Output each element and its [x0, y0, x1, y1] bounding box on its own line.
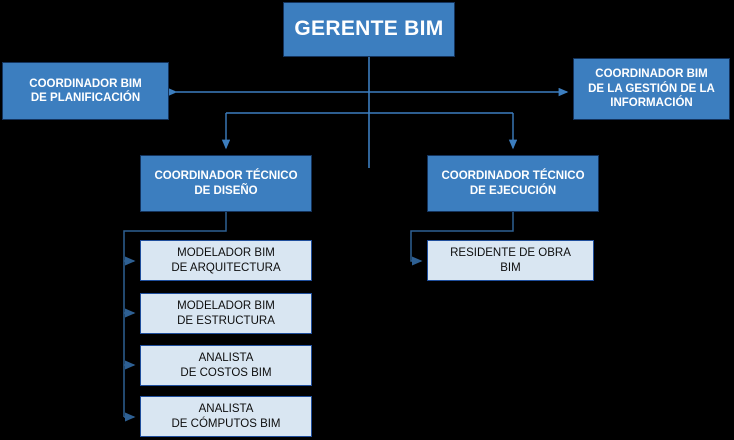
node-residente-obra[interactable]: RESIDENTE DE OBRA BIM [427, 240, 594, 281]
node-analista-costos[interactable]: ANALISTA DE COSTOS BIM [140, 345, 312, 386]
node-coordinador-planificacion-line-1: COORDINADOR BIM [29, 77, 142, 90]
node-coordinador-tecnico-diseno-line-1: COORDINADOR TÉCNICO [154, 170, 298, 183]
node-coordinador-informacion[interactable]: COORDINADOR BIM DE LA GESTIÓN DE LA INFO… [573, 58, 730, 120]
node-analista-costos-line-1: ANALISTA [198, 352, 254, 365]
node-modelador-arquitectura-line-1: MODELADOR BIM [177, 247, 275, 260]
node-modelador-arquitectura[interactable]: MODELADOR BIM DE ARQUITECTURA [140, 240, 312, 281]
node-modelador-estructura-line-2: DE ESTRUCTURA [177, 314, 275, 327]
node-gerente-bim-line-1: GERENTE BIM [294, 17, 444, 41]
node-modelador-estructura-line-1: MODELADOR BIM [177, 300, 275, 313]
node-coordinador-planificacion[interactable]: COORDINADOR BIM DE PLANIFICACIÓN [2, 62, 169, 120]
node-coordinador-tecnico-ejecucion-line-2: DE EJECUCIÓN [469, 184, 557, 197]
node-gerente-bim[interactable]: GERENTE BIM [283, 2, 455, 57]
node-coordinador-informacion-line-2: DE LA GESTIÓN DE LA [588, 82, 715, 95]
node-modelador-estructura[interactable]: MODELADOR BIM DE ESTRUCTURA [140, 293, 312, 334]
node-coordinador-informacion-line-3: INFORMACIÓN [610, 97, 693, 110]
node-coordinador-tecnico-ejecucion[interactable]: COORDINADOR TÉCNICO DE EJECUCIÓN [427, 155, 599, 212]
node-analista-computos-line-1: ANALISTA [198, 403, 254, 416]
node-analista-computos-line-2: DE CÓMPUTOS BIM [171, 417, 281, 430]
node-coordinador-informacion-line-1: COORDINADOR BIM [595, 68, 708, 81]
node-coordinador-planificacion-line-2: DE PLANIFICACIÓN [30, 92, 141, 104]
node-analista-computos[interactable]: ANALISTA DE CÓMPUTOS BIM [140, 396, 312, 437]
node-coordinador-tecnico-diseno[interactable]: COORDINADOR TÉCNICO DE DISEÑO [140, 155, 312, 212]
node-residente-obra-line-1: RESIDENTE DE OBRA [450, 247, 571, 260]
node-modelador-arquitectura-line-2: DE ARQUITECTURA [171, 261, 281, 274]
node-coordinador-tecnico-diseno-line-2: DE DISEÑO [194, 184, 258, 197]
node-coordinador-tecnico-ejecucion-line-1: COORDINADOR TÉCNICO [441, 170, 585, 183]
node-analista-costos-line-2: DE COSTOS BIM [180, 366, 272, 379]
node-residente-obra-line-2: BIM [500, 261, 521, 274]
